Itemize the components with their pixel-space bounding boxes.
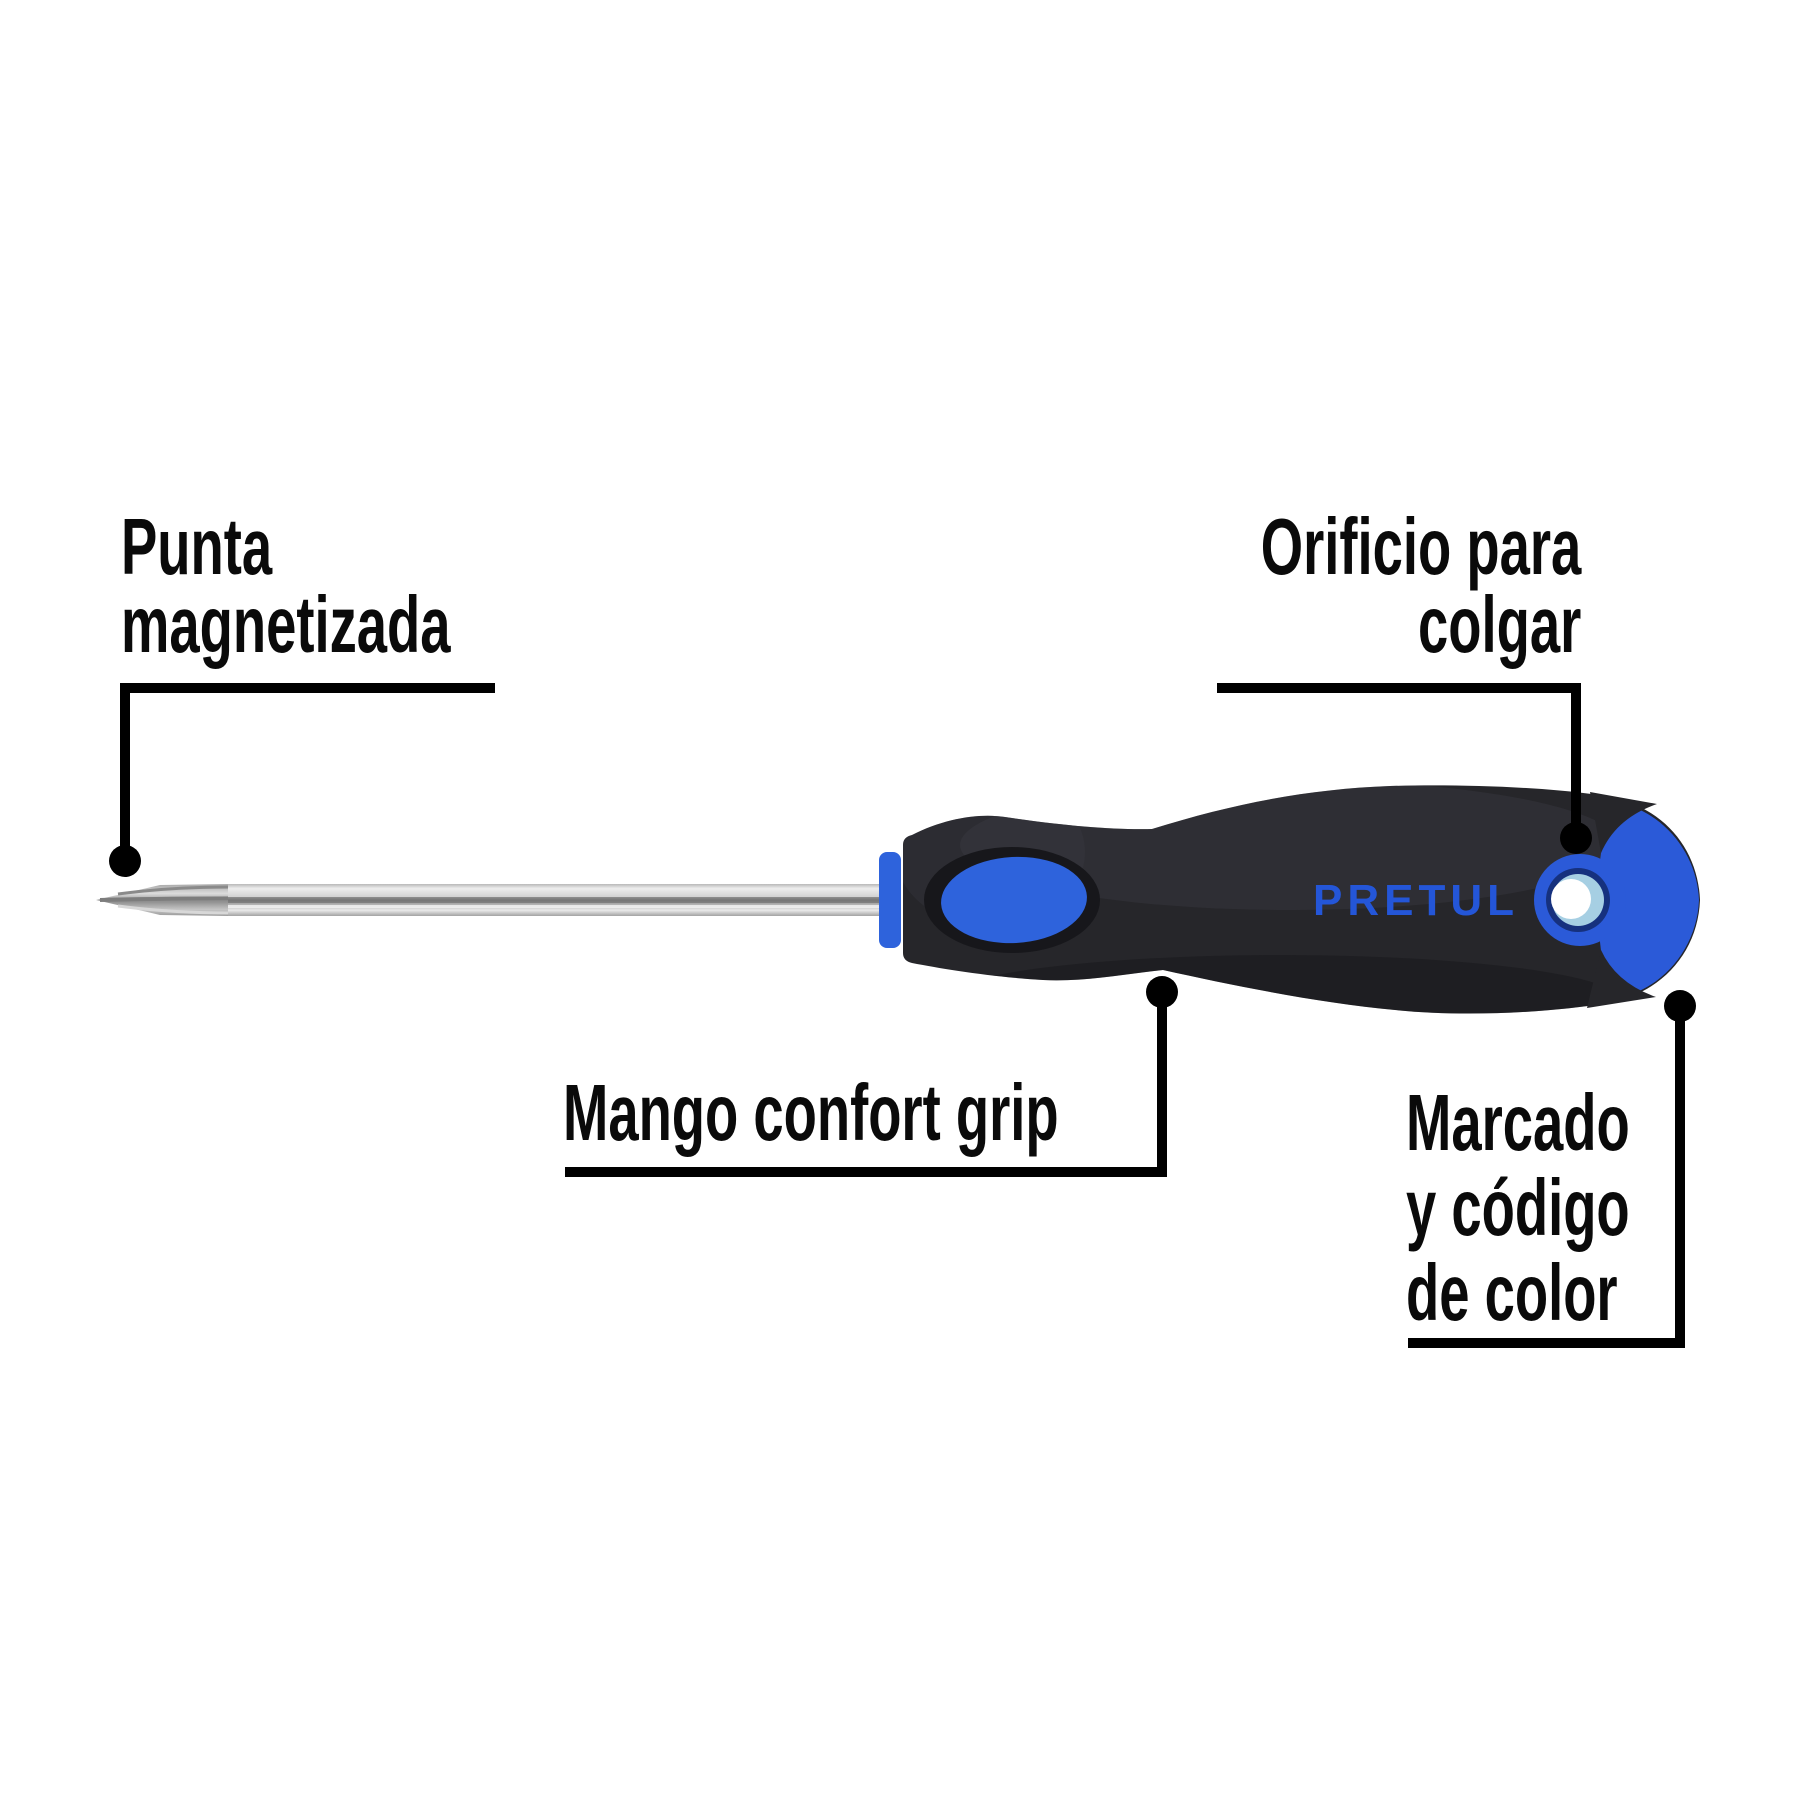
label-mango-confort-grip: Mango confort grip (563, 1068, 1059, 1157)
label-marcado-line2: y código (1406, 1163, 1630, 1252)
callout-dot-marcado (1664, 990, 1696, 1022)
callout-dots (109, 822, 1696, 1022)
label-orificio-line2: colgar (1417, 580, 1581, 669)
label-mango-line1: Mango confort grip (563, 1068, 1059, 1157)
label-orificio-line1: Orificio para (1260, 502, 1581, 591)
handle-collar (879, 852, 901, 948)
callout-dot-orificio (1560, 822, 1592, 854)
callout-line-marcado (1408, 1014, 1685, 1348)
label-punta-line2: magnetizada (121, 580, 451, 669)
screwdriver-shaft (96, 884, 884, 916)
callout-line-punta (120, 683, 495, 856)
callout-dot-mango (1146, 976, 1178, 1008)
label-marcado-codigo-color: Marcado y código de color (1406, 1080, 1630, 1335)
color-code-end-cap (1587, 792, 1699, 1008)
callout-dot-punta (109, 845, 141, 877)
label-marcado-line3: de color (1406, 1248, 1618, 1337)
callout-line-mango (565, 998, 1167, 1177)
hanging-hole (1534, 854, 1626, 946)
callout-line-orificio (1217, 683, 1581, 832)
label-marcado-line1: Marcado (1406, 1078, 1630, 1167)
handle-body (903, 785, 1700, 1014)
label-punta-line1: Punta (121, 502, 273, 591)
callout-lines (120, 683, 1685, 1348)
comfort-grip-inset (924, 847, 1100, 953)
label-punta-magnetizada: Punta magnetizada (121, 502, 451, 669)
brand-logo-text: PRETUL (1313, 876, 1519, 925)
label-orificio-para-colgar: Orificio para colgar (1260, 502, 1581, 669)
